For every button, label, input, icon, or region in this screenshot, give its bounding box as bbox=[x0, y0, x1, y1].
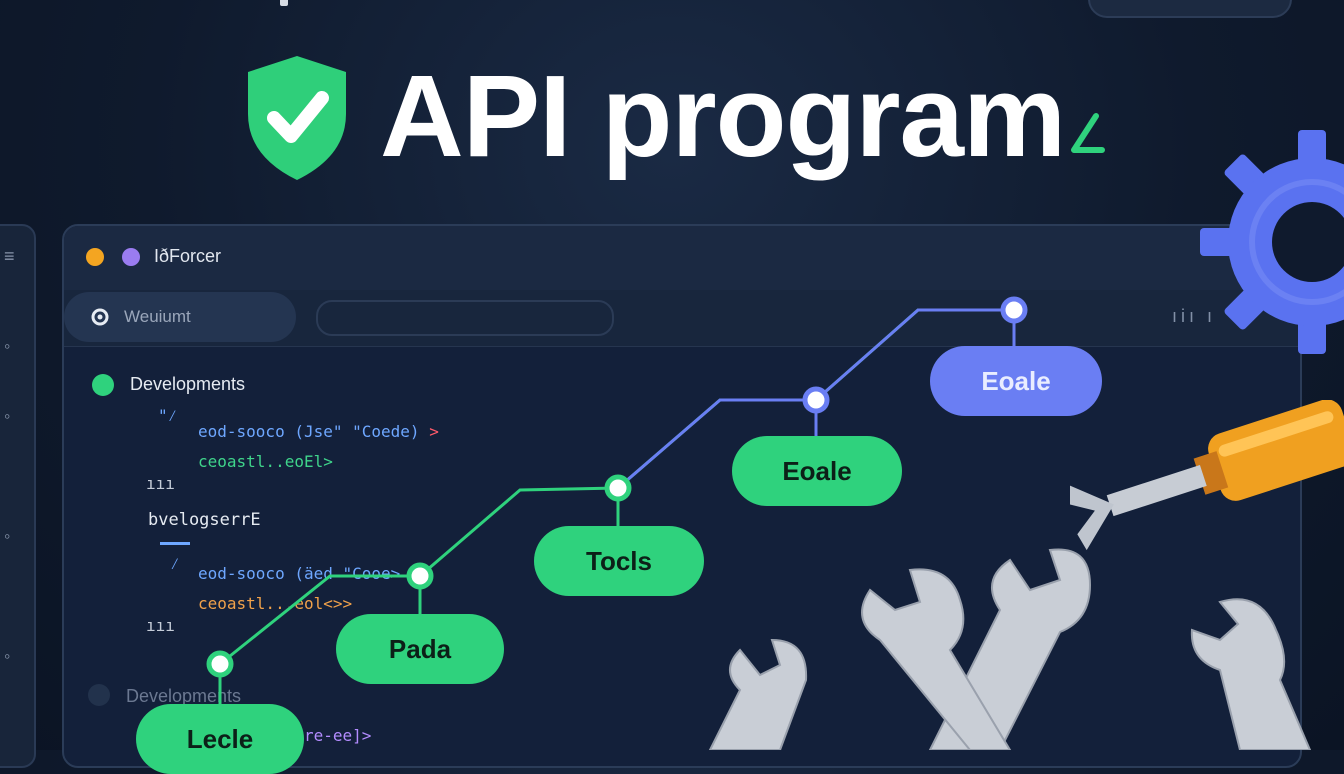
flow-node-eoale-blue[interactable]: Eoale bbox=[930, 346, 1102, 416]
code-text: eod-sooco (äed "Cooe> bbox=[198, 564, 401, 583]
code-text: eod-sooco (Jse" "Coede) bbox=[198, 422, 420, 441]
code-bars: ııı bbox=[146, 616, 175, 635]
app-window: IðForcer Weuiumt ıiı ı Developments "⁄ e… bbox=[62, 224, 1302, 768]
window-control-dot[interactable] bbox=[86, 248, 104, 266]
code-text: > bbox=[429, 422, 439, 441]
section-heading: bvelogserrE bbox=[148, 510, 261, 530]
toolbar: Weuiumt ıiı ı bbox=[64, 290, 1300, 347]
wrenches-icon bbox=[708, 548, 1312, 750]
flow-node-pada[interactable]: Pada bbox=[336, 614, 504, 684]
code-underline bbox=[160, 542, 190, 545]
section-status-dot bbox=[88, 684, 110, 706]
search-label: Weuiumt bbox=[124, 307, 191, 326]
toolbar-input[interactable] bbox=[316, 300, 614, 336]
menu-icon[interactable]: ≡ bbox=[4, 246, 15, 266]
section-heading: Developments bbox=[130, 374, 246, 394]
strip-item[interactable]: ◦ bbox=[4, 646, 11, 666]
code-mark: "⁄ bbox=[158, 406, 178, 425]
code-line: eod-sooco (Jse" "Coede) > bbox=[198, 422, 439, 441]
strip-item[interactable]: ◦ bbox=[4, 526, 11, 546]
code-line: ceoastl...eol<>> bbox=[198, 594, 353, 613]
search-box[interactable]: Weuiumt bbox=[64, 292, 296, 342]
screwdriver-icon bbox=[1070, 400, 1344, 551]
flow-node-dot bbox=[206, 650, 234, 678]
code-line: re-ee]> bbox=[304, 726, 372, 745]
flow-node-dot bbox=[406, 562, 434, 590]
top-separator bbox=[280, 0, 288, 6]
flow-node-dot bbox=[802, 386, 830, 414]
strip-item[interactable]: ◦ bbox=[4, 406, 11, 426]
hero-title: API program bbox=[380, 51, 1066, 181]
search-icon bbox=[91, 308, 109, 326]
flow-node-lecle[interactable]: Lecle bbox=[136, 704, 304, 774]
code-bars: ııı bbox=[146, 474, 175, 493]
window-control-dot[interactable] bbox=[122, 248, 140, 266]
section-heading: Developments bbox=[126, 686, 242, 706]
flow-node-dot bbox=[604, 474, 632, 502]
code-line: ceoastl..eoEl> bbox=[198, 452, 333, 471]
shield-check-icon bbox=[248, 56, 346, 180]
flow-node-eoale[interactable]: Eoale bbox=[732, 436, 902, 506]
code-mark: ⁄ bbox=[170, 554, 180, 573]
side-panel: ≡ ◦ ◦ ◦ ◦ bbox=[0, 224, 36, 768]
flow-connectors bbox=[206, 296, 1028, 710]
strip-item[interactable]: ◦ bbox=[4, 336, 11, 356]
flow-node-tocls[interactable]: Tocls bbox=[534, 526, 704, 596]
accent-mark-icon bbox=[1071, 113, 1105, 153]
gear-icon bbox=[1200, 130, 1344, 354]
window-title: IðForcer bbox=[154, 246, 222, 266]
flow-node-dot bbox=[1000, 296, 1028, 324]
toolbar-icons[interactable]: ıiı ı bbox=[1172, 306, 1217, 326]
section-status-dot bbox=[92, 374, 114, 396]
